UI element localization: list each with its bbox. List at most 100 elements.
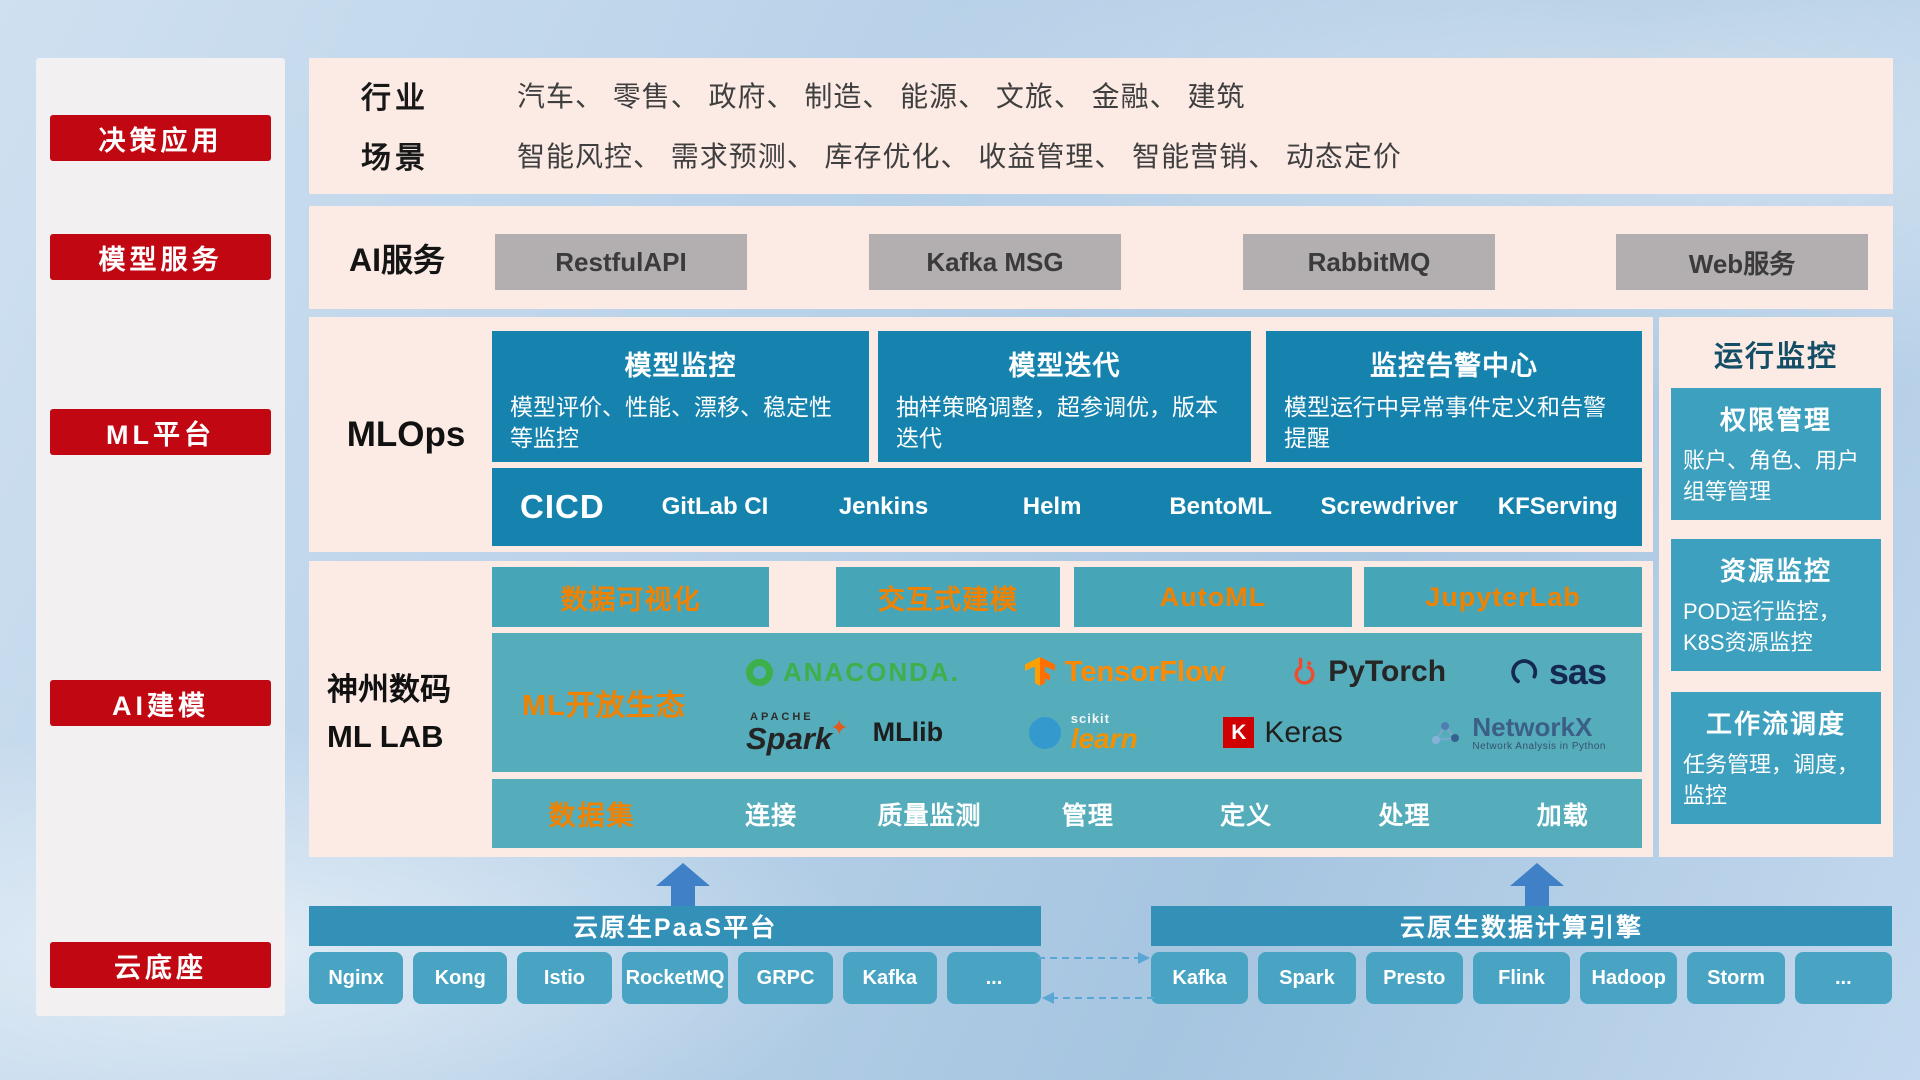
chip-spark: Spark	[1258, 952, 1356, 1004]
anaconda-logo: ANACONDA.	[746, 657, 960, 688]
up-arrow-icon	[656, 863, 710, 886]
chip-flink: Flink	[1472, 952, 1571, 1004]
chip-kong: Kong	[413, 952, 508, 1004]
card-resource-monitoring: 资源监控 POD运行监控，K8S资源监控	[1671, 539, 1881, 671]
dataset-quality: 质量监测	[877, 801, 982, 830]
service-kafka-msg: Kafka MSG	[869, 234, 1121, 290]
card-title: 资源监控	[1719, 556, 1832, 586]
card-desc: 模型运行中异常事件定义和告警提醒	[1284, 394, 1606, 452]
rail-item-decision-apps: 决策应用	[50, 115, 271, 161]
ecosystem-logos: ANACONDA. TensorFlow	[724, 633, 1628, 772]
up-arrow-stem	[671, 885, 695, 906]
rail-item-ai-modeling: AI建模	[50, 680, 271, 726]
ai-service-panel: AI服务 RestfulAPI Kafka MSG RabbitMQ Web服务	[309, 206, 1893, 309]
tool-interactive-modeling: 交互式建模	[836, 567, 1060, 627]
dataset-load: 加载	[1536, 801, 1589, 830]
chip-nginx: Nginx	[309, 952, 404, 1004]
networkx-logo: NetworkX Network Analysis in Python	[1428, 711, 1606, 753]
chip-more: ...	[1794, 952, 1892, 1004]
ml-open-ecosystem-label: ML开放生态	[522, 689, 686, 722]
cicd-bar: CICD GitLab CI Jenkins Helm BentoML Scre…	[492, 468, 1642, 546]
mlops-label: MLOps	[346, 414, 466, 454]
chip-storm: Storm	[1687, 952, 1785, 1004]
ml-lab-label: 神州数码 ML LAB	[327, 561, 487, 857]
scikit-learn-logo: scikit learn	[1028, 711, 1138, 755]
card-title: 监控告警中心	[1370, 351, 1538, 381]
tensorflow-icon	[1024, 657, 1055, 687]
anaconda-icon	[746, 658, 773, 686]
tensorflow-logo: TensorFlow	[1024, 655, 1226, 689]
cicd-label: CICD	[520, 488, 605, 525]
tool-jupyterlab: JupyterLab	[1364, 567, 1642, 627]
spark-text: Spark	[746, 720, 833, 756]
chip-rocketmq: RocketMQ	[621, 952, 729, 1004]
dataset-items: 连接 质量监测 管理 定义 处理 加载	[692, 796, 1642, 832]
pytorch-logo: PyTorch	[1290, 655, 1446, 689]
paas-platform-bar: 云原生PaaS平台	[309, 906, 1041, 946]
tool-data-visualization: 数据可视化	[492, 567, 769, 627]
dataset-connect: 连接	[745, 801, 798, 830]
card-desc: POD运行监控，K8S资源监控	[1683, 599, 1841, 655]
chip-grpc: GRPC	[738, 952, 833, 1004]
mlops-panel: MLOps 模型监控 模型评价、性能、漂移、稳定性等监控 模型迭代 抽样策略调整…	[309, 317, 1653, 552]
dataset-manage: 管理	[1061, 801, 1114, 830]
cicd-helm: Helm	[1022, 493, 1082, 521]
data-engine-bar: 云原生数据计算引擎	[1151, 906, 1892, 946]
scikit-label: scikit	[1070, 711, 1110, 727]
rail-item-cloud-base: 云底座	[50, 942, 271, 988]
dataset-bar: 数据集 连接 质量监测 管理 定义 处理 加载	[492, 779, 1642, 848]
card-desc: 账户、角色、用户组等管理	[1683, 448, 1860, 504]
chip-more: ...	[946, 952, 1042, 1004]
scenario-list: 智能风控、 需求预测、 库存优化、 收益管理、 智能营销、 动态定价	[517, 141, 1402, 172]
spark-mllib-logo: APACHE Spark ✦ MLlib	[746, 710, 944, 756]
cicd-items: GitLab CI Jenkins Helm BentoML Screwdriv…	[631, 494, 1642, 519]
dataset-define: 定义	[1220, 801, 1273, 830]
card-model-monitoring: 模型监控 模型评价、性能、漂移、稳定性等监控	[492, 331, 869, 462]
ml-lab-label-line2: ML LAB	[327, 718, 444, 754]
industry-scenario-panel: 行业 汽车、 零售、 政府、 制造、 能源、 文旅、 金融、 建筑 场景 智能风…	[309, 58, 1893, 194]
card-desc: 模型评价、性能、漂移、稳定性等监控	[510, 394, 832, 452]
chip-hadoop: Hadoop	[1580, 952, 1678, 1004]
networkx-wordmark: NetworkX	[1472, 711, 1593, 742]
sas-icon	[1511, 659, 1538, 684]
apache-label: APACHE	[750, 710, 814, 723]
cicd-bentoml: BentoML	[1169, 493, 1272, 521]
ecosystem-logos-row1: ANACONDA. TensorFlow	[724, 651, 1628, 693]
engine-components: Kafka Spark Presto Flink Hadoop Storm ..…	[1151, 952, 1892, 1004]
pytorch-wordmark: PyTorch	[1328, 655, 1447, 689]
run-monitoring-panel: 运行监控 权限管理 账户、角色、用户组等管理 资源监控 POD运行监控，K8S资…	[1659, 317, 1893, 857]
sas-wordmark: sas	[1548, 651, 1607, 693]
industry-list: 汽车、 零售、 政府、 制造、 能源、 文旅、 金融、 建筑	[517, 81, 1246, 112]
keras-icon: K	[1223, 717, 1255, 749]
card-model-iteration: 模型迭代 抽样策略调整，超参调优，版本迭代	[878, 331, 1251, 462]
card-title: 权限管理	[1719, 405, 1832, 435]
tensorflow-wordmark: TensorFlow	[1064, 655, 1226, 688]
networkx-icon	[1432, 721, 1460, 744]
chip-kafka: Kafka	[1151, 952, 1249, 1004]
card-title: 工作流调度	[1705, 709, 1846, 739]
networkx-subtitle: Network Analysis in Python	[1472, 741, 1606, 753]
dataset-process: 处理	[1378, 801, 1431, 830]
ai-service-label: AI服务	[349, 241, 446, 278]
rail-item-model-service: 模型服务	[50, 234, 271, 280]
card-permission-mgmt: 权限管理 账户、角色、用户组等管理	[1671, 388, 1881, 520]
service-restfulapi: RestfulAPI	[495, 234, 747, 290]
run-monitoring-title: 运行监控	[1713, 341, 1838, 373]
pytorch-icon	[1294, 657, 1315, 685]
learn-wordmark: learn	[1070, 723, 1138, 755]
card-alert-center: 监控告警中心 模型运行中异常事件定义和告警提醒	[1266, 331, 1642, 462]
mllib-wordmark: MLlib	[872, 717, 944, 748]
scenario-label: 场景	[361, 142, 429, 175]
spark-star-icon: ✦	[830, 714, 849, 740]
card-desc: 抽样策略调整，超参调优，版本迭代	[896, 394, 1218, 452]
rail-item-ml-platform: ML平台	[50, 409, 271, 455]
cicd-kfserving: KFServing	[1497, 493, 1618, 521]
cicd-screwdriver: Screwdriver	[1320, 493, 1458, 521]
left-rail: 决策应用 模型服务 ML平台 AI建模 云底座	[36, 58, 285, 1016]
paas-components: Nginx Kong Istio RocketMQ GRPC Kafka ...	[309, 952, 1042, 1004]
up-arrow-stem	[1525, 885, 1549, 906]
anaconda-wordmark: ANACONDA.	[783, 656, 960, 687]
chip-istio: Istio	[517, 952, 612, 1004]
card-desc: 任务管理，调度，监控	[1683, 752, 1860, 808]
